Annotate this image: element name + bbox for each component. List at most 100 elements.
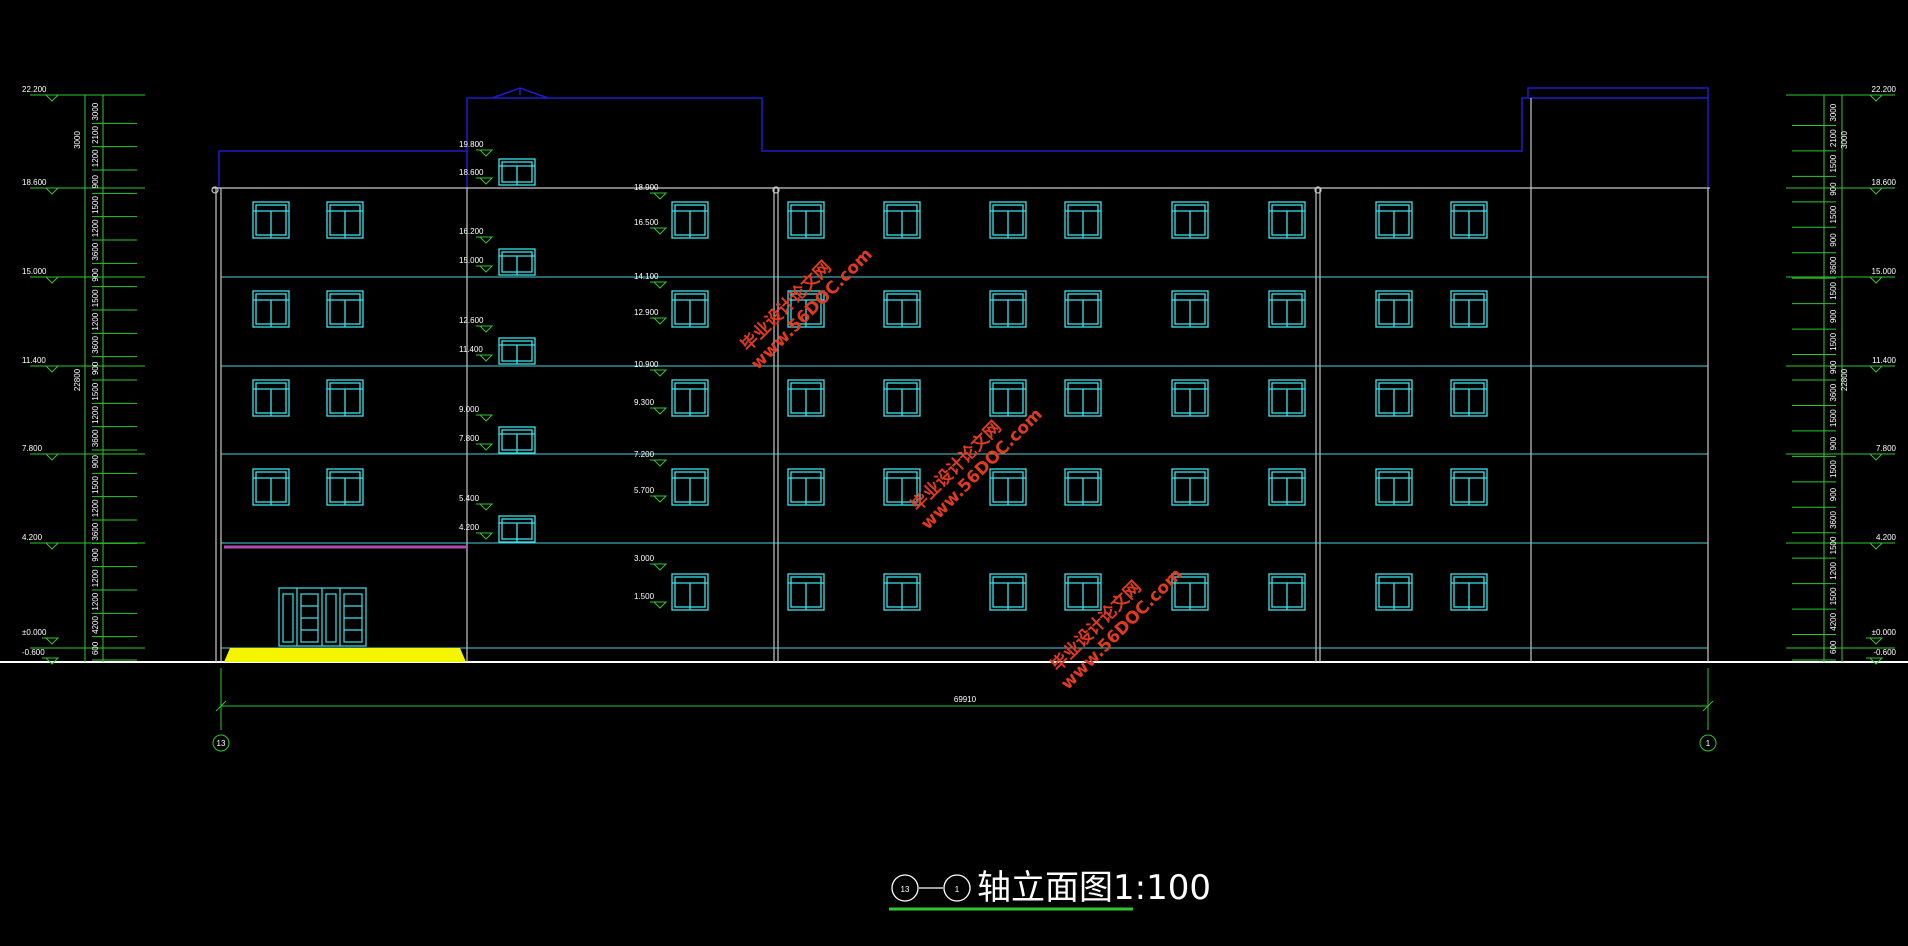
level-mark: 1.500: [634, 592, 668, 609]
dimension-value: 1500: [1829, 205, 1838, 223]
dimension-value: 1200: [91, 406, 100, 424]
dimension-value: 900: [1829, 309, 1838, 323]
dimension-value: 900: [1829, 182, 1838, 196]
entrance-door: [278, 587, 367, 647]
window: [1450, 468, 1488, 506]
level-mark: 7.800: [459, 434, 494, 451]
level-mark: 12.600: [459, 316, 494, 333]
wall-outline: [211, 98, 1710, 662]
window: [326, 468, 364, 506]
dimension-total: 3000: [73, 131, 82, 149]
dimension-value: 3600: [1829, 256, 1838, 274]
svg-text:15.000: 15.000: [1872, 267, 1897, 276]
window: [252, 201, 290, 239]
window: [883, 379, 921, 417]
svg-text:10.900: 10.900: [634, 360, 659, 369]
level-mark: 14.100: [634, 272, 668, 289]
svg-text:4.200: 4.200: [22, 533, 43, 542]
window: [671, 573, 709, 611]
window: [326, 290, 364, 328]
svg-text:5.400: 5.400: [459, 494, 480, 503]
window: [1171, 379, 1209, 417]
dimension-value: 600: [1829, 640, 1838, 654]
svg-text:9.300: 9.300: [634, 398, 655, 407]
window: [787, 379, 825, 417]
stair-window: [498, 158, 536, 186]
svg-text:16.200: 16.200: [459, 227, 484, 236]
window: [787, 468, 825, 506]
level-mark: 9.300: [634, 398, 668, 415]
svg-text:轴立面图1:100: 轴立面图1:100: [977, 868, 1211, 908]
svg-text:11.400: 11.400: [459, 345, 483, 354]
window: [1375, 379, 1413, 417]
window: [671, 201, 709, 239]
level-mark: 4.200: [459, 523, 494, 540]
window: [1171, 290, 1209, 328]
level-mark: 5.400: [459, 494, 494, 511]
dimension-value: 3600: [1829, 383, 1838, 401]
window: [252, 379, 290, 417]
window: [787, 573, 825, 611]
window: [1450, 290, 1488, 328]
window: [1450, 573, 1488, 611]
svg-text:13: 13: [217, 739, 226, 748]
dimension-value: 1200: [91, 592, 100, 610]
level-mark: 19.800: [459, 140, 494, 157]
svg-text:19.800: 19.800: [459, 140, 484, 149]
window: [883, 573, 921, 611]
dimension-value: 900: [91, 174, 100, 188]
dimension-value: 2100: [1829, 129, 1838, 147]
window: [1171, 201, 1209, 239]
dimension-value: 4200: [91, 616, 100, 634]
window: [1450, 379, 1488, 417]
overall-dimension-text: 69910: [954, 695, 977, 704]
dimension-value: 900: [1829, 233, 1838, 247]
dimension-value: 900: [1829, 360, 1838, 374]
window: [989, 290, 1027, 328]
level-mark: 16.500: [634, 218, 668, 235]
window: [989, 201, 1027, 239]
svg-text:4.200: 4.200: [1876, 533, 1897, 542]
dimension-value: 1500: [91, 289, 100, 307]
dimension-value: 3000: [91, 102, 100, 120]
svg-text:16.500: 16.500: [634, 218, 659, 227]
dimension-value: 3000: [1829, 103, 1838, 121]
windows-group: [252, 201, 1488, 611]
axis-bubble-left: 13: [212, 734, 230, 752]
svg-text:18.600: 18.600: [1872, 178, 1897, 187]
level-mark: 10.900: [634, 360, 668, 377]
dimension-value: 3600: [1829, 511, 1838, 529]
window: [883, 201, 921, 239]
dimension-value: 900: [1829, 436, 1838, 450]
dimension-value: 900: [91, 548, 100, 562]
window: [671, 468, 709, 506]
dimension-value: 3600: [91, 522, 100, 540]
svg-text:7.800: 7.800: [1876, 444, 1897, 453]
svg-text:±0.000: ±0.000: [1872, 628, 1897, 637]
floor-lines: [221, 276, 1708, 649]
dimension-value: 900: [91, 361, 100, 375]
level-mark: ±0.000: [22, 628, 60, 645]
dimension-value: 1500: [1829, 536, 1838, 554]
stair-window: [498, 248, 536, 276]
dimension-value: 1500: [1829, 281, 1838, 299]
svg-text:3.000: 3.000: [634, 554, 655, 563]
svg-text:7.800: 7.800: [459, 434, 480, 443]
svg-text:9.000: 9.000: [459, 405, 480, 414]
svg-text:18.600: 18.600: [22, 178, 47, 187]
dimension-value: 3600: [91, 336, 100, 354]
svg-text:12.600: 12.600: [459, 316, 484, 325]
svg-text:22.200: 22.200: [22, 85, 47, 94]
level-mark: -0.600: [1866, 648, 1897, 665]
window: [1375, 201, 1413, 239]
dimension-value: 900: [91, 268, 100, 282]
dimension-value: 600: [91, 641, 100, 655]
dimension-value: 1500: [1829, 409, 1838, 427]
dimension-value: 1500: [1829, 460, 1838, 478]
window: [1268, 379, 1306, 417]
dimension-value: 1200: [91, 219, 100, 237]
svg-text:22.200: 22.200: [1872, 85, 1897, 94]
svg-text:18.900: 18.900: [634, 183, 659, 192]
window: [989, 379, 1027, 417]
